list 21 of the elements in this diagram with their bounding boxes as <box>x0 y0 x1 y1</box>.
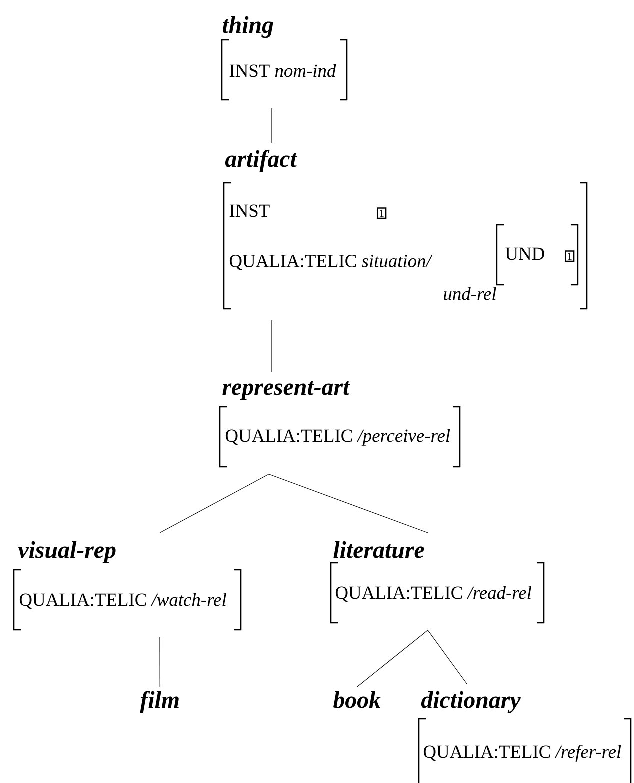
feature-matrix: QUALIA:TELIC /perceive-rel <box>219 406 461 468</box>
tree-line <box>268 474 428 534</box>
feature-matrix: INST nom-ind <box>221 39 348 101</box>
coindex-tag: 1 <box>377 208 387 220</box>
type-label: film <box>140 691 179 714</box>
type-label: dictionary <box>421 691 521 714</box>
tree-line <box>428 630 468 684</box>
tree-line <box>356 630 428 688</box>
feature-matrix: UND 1 <box>496 224 579 286</box>
feature-matrix: QUALIA:TELIC /refer-rel <box>418 718 632 783</box>
feature-matrix: QUALIA:TELIC /read-rel <box>330 562 545 624</box>
feature-matrix: QUALIA:TELIC /watch-rel <box>13 569 242 631</box>
type-label: represent-art <box>222 382 350 400</box>
tree-line <box>160 474 270 534</box>
coindex-tag: 1 <box>565 250 575 262</box>
type-label: literature <box>334 541 424 558</box>
type-label: thing <box>222 16 274 38</box>
feature-matrix: INST 1 QUALIA:TELIC situation/ und-rel UND 1 <box>223 182 588 310</box>
type-label: visual-rep <box>18 541 116 564</box>
type-label: artifact <box>225 150 298 172</box>
type-label: book <box>334 691 381 708</box>
